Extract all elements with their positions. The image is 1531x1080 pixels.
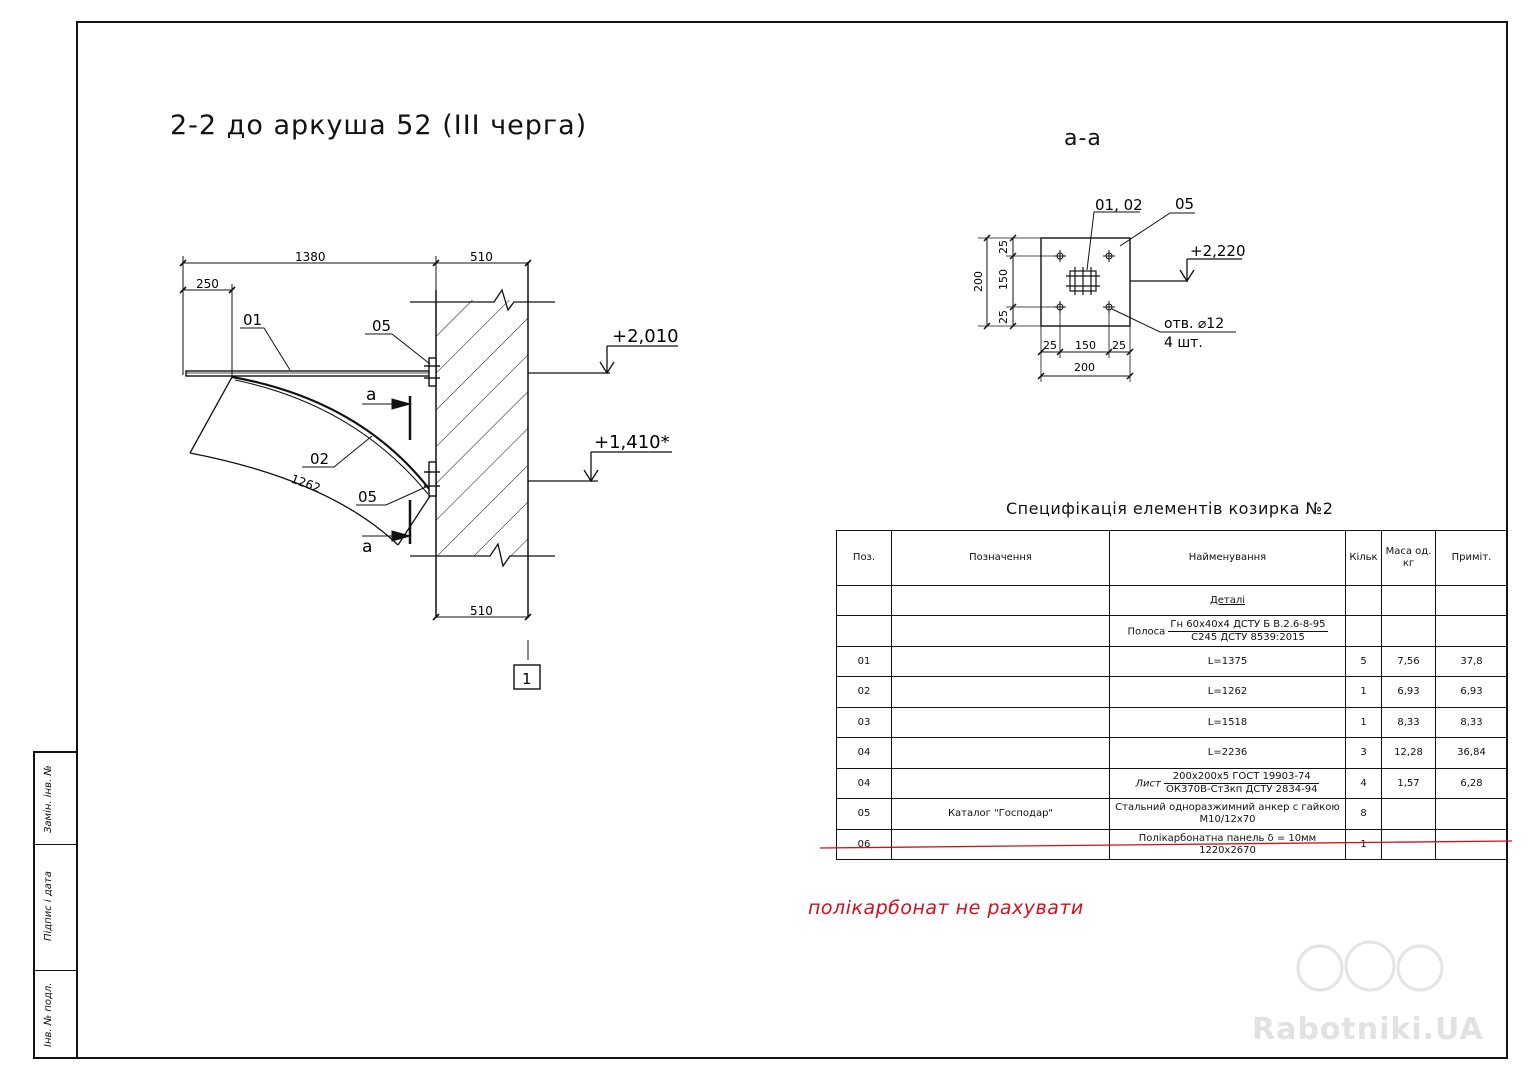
- dim-200-vertical: 200: [972, 271, 985, 292]
- wall-section: [410, 262, 555, 618]
- dim-250: 250: [196, 277, 219, 291]
- row-pos: 05: [836, 798, 892, 830]
- dim-150-vertical: 150: [997, 269, 1010, 290]
- section-title: а-а: [1064, 126, 1102, 151]
- top-dimensions: [179, 256, 532, 378]
- dim-150-horizontal: 150: [1075, 339, 1096, 352]
- row-note: 36,84: [1435, 737, 1508, 769]
- row-designation: [891, 707, 1110, 738]
- anchor-top: [424, 357, 440, 387]
- row-designation: Каталог "Господар": [891, 798, 1110, 830]
- strip-den: С245 ДСТУ 8539:2015: [1191, 631, 1305, 643]
- row-designation: [891, 676, 1110, 708]
- anchor-holes: [1054, 250, 1115, 313]
- level-1410: +1,410*: [594, 432, 670, 453]
- dim-25-top: 25: [997, 240, 1010, 254]
- level-2220: +2,220: [1190, 242, 1246, 260]
- spec-header-row: Поз. Позначення Найменування Кільк Маса …: [836, 530, 1508, 586]
- watermark: Rabotniki.UA: [1252, 1012, 1484, 1047]
- row-qty: 1: [1345, 676, 1382, 708]
- node-box: [513, 664, 541, 690]
- table-row: 04 L=2236 3 12,28 36,84: [836, 737, 1508, 769]
- row-note: 6,28: [1435, 768, 1508, 799]
- dim-510-bottom: 510: [470, 604, 493, 618]
- header-designation: Позначення: [891, 530, 1110, 586]
- row-mass: 1,57: [1381, 768, 1436, 799]
- row-pos: 06: [836, 829, 892, 860]
- dim-25-bottom: 25: [997, 310, 1010, 324]
- specification-table: Поз. Позначення Найменування Кільк Маса …: [836, 530, 1508, 860]
- row-pos: 04: [836, 737, 892, 769]
- bottom-dimension: [432, 613, 532, 660]
- watermark-helmets-icon: [1296, 940, 1444, 992]
- label-01: 01: [243, 311, 262, 329]
- node-number: 1: [522, 670, 532, 688]
- header-note: Приміт.: [1435, 530, 1508, 586]
- dim-200-horizontal: 200: [1074, 361, 1095, 374]
- label-05-bottom: 05: [358, 488, 377, 506]
- row-note: 6,93: [1435, 676, 1508, 708]
- sheet-den: ОК370В-Ст3кп ДСТУ 2834-94: [1166, 784, 1318, 795]
- table-row: Деталі: [836, 585, 1508, 616]
- table-row: 02 L=1262 1 6,93 6,93: [836, 676, 1508, 708]
- row-mass: 6,93: [1381, 676, 1436, 708]
- sheet-title: 2-2 до аркуша 52 (III черга): [170, 110, 588, 141]
- spec-title: Специфікація елементів козирка №2: [1006, 499, 1334, 518]
- strip-num: Гн 60х40х4 ДСТУ Б В.2.6-8-95: [1168, 618, 1328, 632]
- row-name: L=1262: [1109, 676, 1346, 708]
- stamp-cell-replaced: Замін. інв. №: [35, 753, 76, 845]
- dim-25-left: 25: [1043, 339, 1057, 352]
- dim-510-top: 510: [470, 250, 493, 264]
- group-details: Деталі: [1209, 594, 1246, 606]
- hole-note-2: 4 шт.: [1164, 335, 1203, 351]
- leader-lines: [240, 327, 431, 506]
- stamp-cell-sign: Підпис і дата: [35, 845, 76, 971]
- label-01-02: 01, 02: [1095, 196, 1143, 214]
- header-mass: Маса од. кг: [1381, 530, 1436, 586]
- section-marker-a: [362, 396, 412, 544]
- anchor-bottom: [424, 461, 440, 497]
- row-note: 8,33: [1435, 707, 1508, 738]
- level-2010: +2,010: [612, 326, 679, 347]
- side-stamp: Замін. інв. № Підпис і дата Інв. № подл.: [33, 751, 76, 1059]
- poly-name-1: Полікарбонатна панель δ = 10мм: [1138, 832, 1317, 844]
- table-row: 05 Каталог "Господар" Стальний одноразжи…: [836, 798, 1508, 830]
- sheet-num: 200х200х5 ГОСТ 19903-74: [1164, 771, 1320, 784]
- strip-prefix: Полоса: [1127, 626, 1166, 637]
- hole-note-1: отв. ⌀12: [1164, 316, 1224, 332]
- dim-25-right: 25: [1112, 339, 1126, 352]
- label-05-top: 05: [372, 317, 391, 335]
- label-05-plate: 05: [1175, 195, 1194, 213]
- red-note: полікарбонат не рахувати: [808, 897, 1084, 919]
- table-row: 03 L=1518 1 8,33 8,33: [836, 707, 1508, 738]
- row-name: L=1518: [1109, 707, 1346, 738]
- poly-name-2: 1220х2670: [1199, 844, 1256, 856]
- row-qty: 8: [1345, 798, 1382, 830]
- dim-1380: 1380: [295, 250, 326, 264]
- tube-profile: [1066, 267, 1100, 295]
- section-a-top: а: [366, 385, 376, 405]
- sheet-prefix: Лист: [1135, 778, 1161, 790]
- level-mark-2010: [528, 345, 678, 375]
- base-plate: [1040, 237, 1131, 327]
- level-mark-1410: [528, 451, 672, 483]
- section-a-bottom: а: [362, 537, 372, 557]
- strut-02: [231, 375, 431, 495]
- label-02: 02: [310, 450, 329, 468]
